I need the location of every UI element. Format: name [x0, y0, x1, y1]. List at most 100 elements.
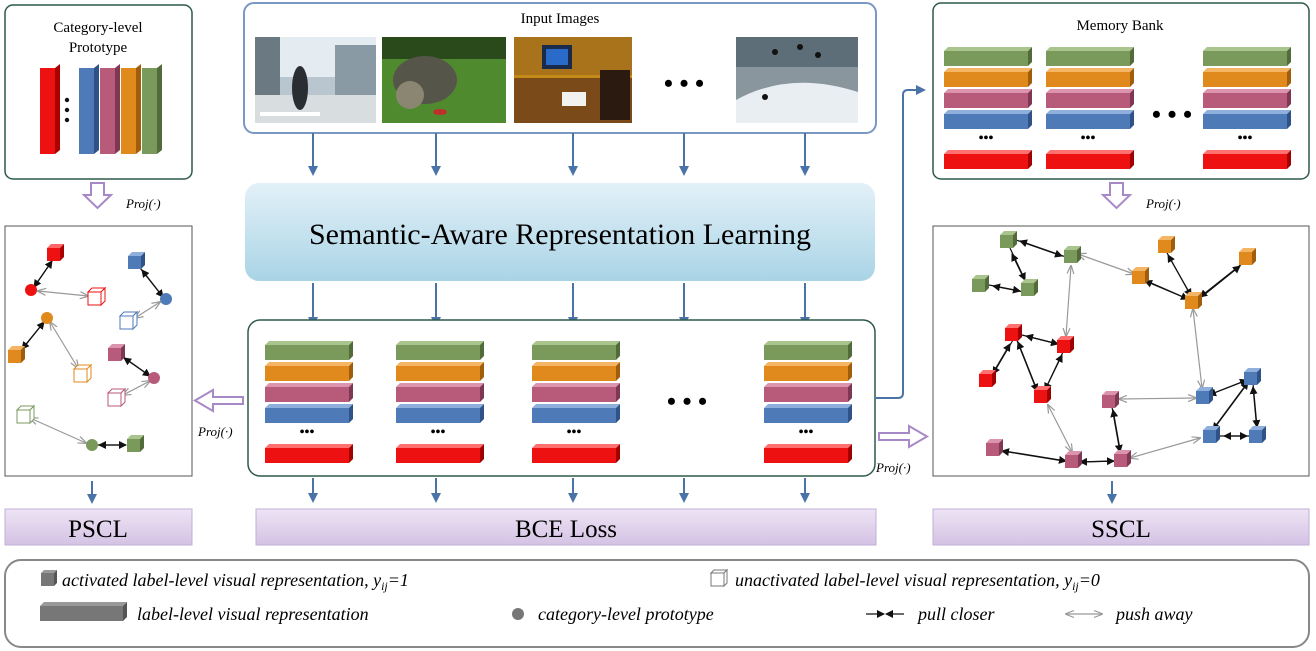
feature-bar-red — [532, 444, 620, 463]
node-cube-orange — [1239, 248, 1256, 265]
prototype-bars — [40, 64, 162, 154]
node-cube-blue — [1244, 368, 1261, 385]
node-cube-green — [972, 275, 989, 292]
proj-label-right-mid: Proj(·) — [875, 460, 911, 475]
prototype-title-line2: Prototype — [69, 40, 128, 56]
pscl-loss-box — [4, 508, 193, 546]
node-cube-pink — [986, 439, 1003, 456]
feature-bar-red — [265, 444, 353, 463]
feature-bar-pink — [1203, 89, 1291, 108]
feature-bar-blue — [1046, 110, 1134, 129]
hollow-down-arrow-right — [1100, 182, 1133, 210]
node-cube-green — [1000, 231, 1017, 248]
feature-bar-orange — [532, 362, 620, 381]
proj-label-right-top: Proj(·) — [1145, 196, 1181, 211]
node-cube-red — [1005, 324, 1022, 341]
input-photo-office — [514, 37, 632, 123]
input-images-title: Input Images — [521, 11, 600, 27]
arrows-srl-to-features — [308, 283, 810, 327]
node-cube — [47, 244, 64, 261]
legend-label-level-bar-icon — [40, 602, 127, 621]
stack-ellipsis: ••• — [431, 425, 446, 440]
feature-bar-orange — [1046, 68, 1134, 87]
node-cube-red — [979, 370, 996, 387]
memory-bank-box: Memory Bank ••• ••• ••• • • • — [932, 2, 1310, 180]
feature-bar-green — [396, 341, 484, 360]
node-cube-orange — [1185, 292, 1202, 309]
arrow-to-memory-bank — [876, 85, 926, 399]
node-hollow-cube — [72, 363, 93, 384]
feature-bar-green — [265, 341, 353, 360]
feature-bar-orange — [764, 362, 852, 381]
feature-bar-pink — [265, 383, 353, 402]
stack-ellipsis: ••• — [300, 425, 315, 440]
legend-pull: pull closer — [916, 604, 995, 624]
input-images-ellipsis: • • • — [664, 69, 704, 98]
node-prototype — [160, 293, 172, 305]
feature-bar-blue — [396, 404, 484, 423]
legend-activated-cube-icon — [41, 570, 57, 586]
srl-box — [245, 183, 875, 281]
stack-ellipsis: ••• — [979, 131, 994, 146]
stack-ellipsis: ••• — [1081, 131, 1096, 146]
feature-ellipsis: • • • — [667, 387, 707, 416]
feature-bar-green — [532, 341, 620, 360]
feature-bar-pink — [944, 89, 1032, 108]
legend-box: activated label-level visual representat… — [4, 559, 1310, 648]
feature-bar-red — [944, 150, 1032, 169]
arrows-to-bce — [308, 478, 810, 503]
legend-push: push away — [1114, 604, 1193, 624]
sscl-loss-box — [932, 508, 1310, 546]
feature-bar-red — [396, 444, 484, 463]
node-prototype — [41, 312, 53, 324]
hollow-down-arrow-left — [81, 182, 114, 210]
pscl-graph-box — [4, 225, 193, 477]
node-cube-green — [1064, 246, 1081, 263]
input-photo-street — [255, 37, 376, 123]
node-cube — [8, 346, 25, 363]
node-cube — [127, 435, 144, 452]
input-photo-snow — [736, 37, 858, 123]
legend-prototype-icon — [512, 608, 524, 620]
node-hollow-cube — [86, 286, 107, 307]
feature-bar-pink — [1046, 89, 1134, 108]
node-cube-pink — [1102, 391, 1119, 408]
node-cube-orange — [1158, 236, 1175, 253]
input-photo-dog — [382, 37, 506, 123]
sscl-graph-box — [932, 225, 1310, 477]
feature-bar-pink — [532, 383, 620, 402]
memory-bank-ellipsis: • • • — [1152, 100, 1192, 129]
memory-bank-title: Memory Bank — [1076, 18, 1164, 34]
input-images-box: Input Images • • • — [243, 2, 877, 134]
feature-bar-orange — [396, 362, 484, 381]
stack-ellipsis: ••• — [1238, 131, 1253, 146]
node-cube-pink — [1065, 451, 1082, 468]
hollow-left-arrow — [193, 388, 244, 413]
feature-bar-green — [944, 47, 1032, 66]
node-cube-red — [1034, 386, 1051, 403]
feature-bar-orange — [944, 68, 1032, 87]
feature-bar-green — [1046, 47, 1134, 66]
feature-bar-blue — [1203, 110, 1291, 129]
node-hollow-cube — [106, 387, 127, 408]
feature-bar-green — [764, 341, 852, 360]
srl-label: Semantic-Aware Representation Learning — [309, 218, 811, 251]
node-cube-orange — [1132, 267, 1149, 284]
node-cube — [128, 252, 145, 269]
node-cube-pink — [1114, 450, 1131, 467]
feature-bar-blue — [944, 110, 1032, 129]
legend-label-level: label-level visual representation — [137, 604, 369, 624]
feature-bar-orange — [1203, 68, 1291, 87]
prototype-box: Category-level Prototype — [4, 4, 193, 180]
prototype-title-line1: Category-level — [53, 20, 142, 36]
node-cube-red — [1057, 336, 1074, 353]
feature-bar-blue — [265, 404, 353, 423]
proj-label-left-mid: Proj(·) — [197, 424, 233, 439]
node-hollow-cube — [15, 404, 36, 425]
feature-bar-blue — [532, 404, 620, 423]
feature-bar-blue — [764, 404, 852, 423]
node-cube-blue — [1203, 426, 1220, 443]
legend-unactivated-cube-icon — [709, 568, 729, 588]
node-cube-blue — [1249, 426, 1266, 443]
